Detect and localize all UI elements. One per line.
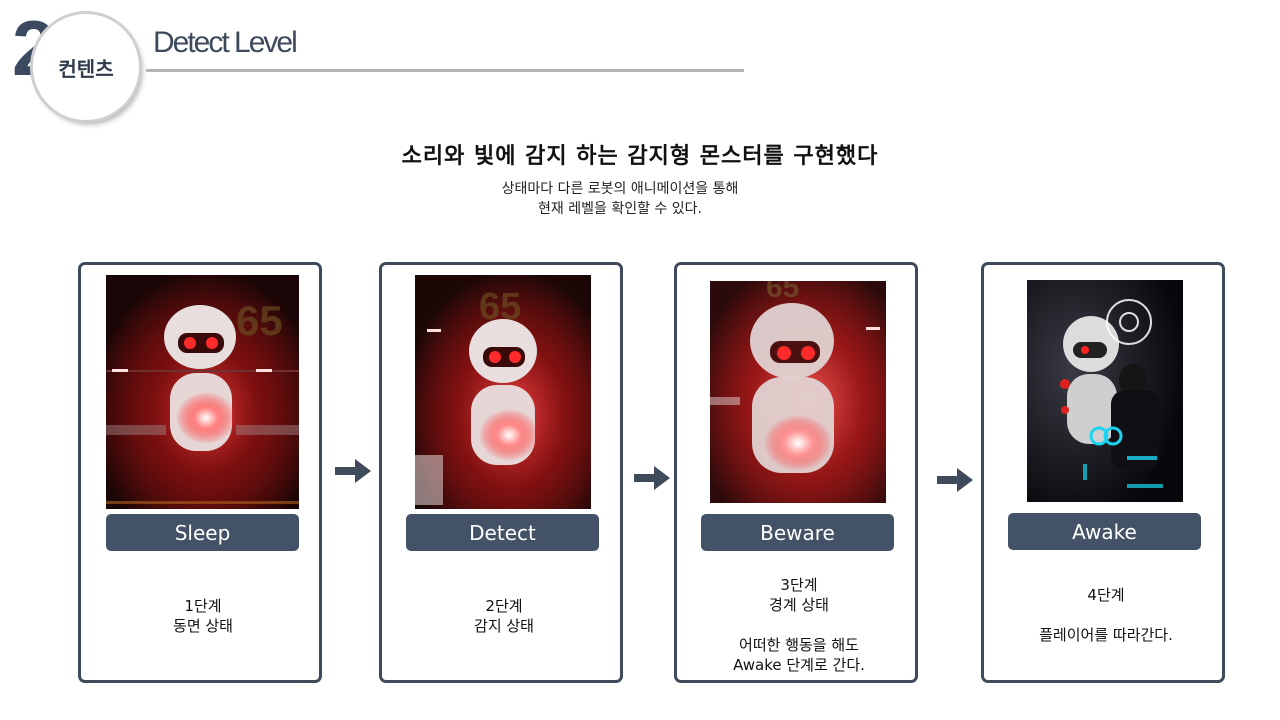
stage-description: 1단계 동면 상태 — [81, 596, 325, 636]
section-badge — [33, 14, 139, 120]
stage-description-line — [984, 605, 1228, 625]
stage-description: 2단계 감지 상태 — [382, 596, 626, 636]
stage-description-line: 어떠한 행동을 해도 — [739, 636, 859, 654]
stage-label-beware: Beware — [701, 514, 894, 551]
stage-description-line — [677, 615, 921, 635]
awake-robot-screenshot — [1027, 280, 1183, 502]
stage-card-sleep: 65 Sleep 1단계 동면 상태 — [78, 262, 322, 683]
stage-label-sleep: Sleep — [106, 514, 299, 551]
page-title: Detect Level — [153, 26, 298, 59]
stage-description-line: 경계 상태 — [769, 596, 829, 614]
stage-description-line: 1단계 — [184, 597, 222, 615]
description-line: 상태마다 다른 로봇의 애니메이션을 통해 — [501, 181, 739, 197]
section-label: 컨텐츠 — [58, 56, 114, 81]
arrow-right-icon — [335, 459, 371, 483]
stage-card-beware: 65 Beware 3단계 경계 상태 어떠한 행동을 해도 Awake 단계로… — [674, 262, 918, 683]
stage-description-line: 감지 상태 — [474, 617, 534, 635]
stage-label-detect: Detect — [406, 514, 599, 551]
beware-robot-screenshot: 65 — [710, 281, 886, 503]
arrow-right-icon — [937, 468, 973, 492]
svg-text:65: 65 — [766, 281, 799, 304]
stage-description-line: 3단계 — [780, 576, 818, 594]
stage-description: 4단계 플레이어를 따라간다. — [984, 585, 1228, 645]
stage-description-line: 동면 상태 — [173, 617, 233, 635]
stage-card-awake: Awake 4단계 플레이어를 따라간다. — [981, 262, 1225, 683]
stage-description-line: Awake 단계로 간다. — [733, 656, 865, 674]
stage-description: 3단계 경계 상태 어떠한 행동을 해도 Awake 단계로 간다. — [677, 575, 921, 675]
svg-text:65: 65 — [236, 297, 283, 344]
stage-description-line: 2단계 — [485, 597, 523, 615]
sleep-robot-screenshot: 65 — [106, 275, 299, 509]
stage-label-awake: Awake — [1008, 513, 1201, 550]
title-divider — [146, 69, 744, 72]
stage-description-line: 플레이어를 따라간다. — [1039, 626, 1173, 644]
headline: 소리와 빛에 감지 하는 감지형 몬스터를 구현했다 — [401, 144, 879, 169]
description-line: 현재 레벨을 확인할 수 있다. — [538, 201, 702, 217]
arrow-right-icon — [634, 466, 670, 490]
stage-card-detect: 65 Detect 2단계 감지 상태 — [379, 262, 623, 683]
stage-description-line: 4단계 — [1087, 586, 1125, 604]
description: 상태마다 다른 로봇의 애니메이션을 통해 현재 레벨을 확인할 수 있다. — [0, 179, 1240, 219]
detect-robot-screenshot: 65 — [415, 275, 591, 509]
